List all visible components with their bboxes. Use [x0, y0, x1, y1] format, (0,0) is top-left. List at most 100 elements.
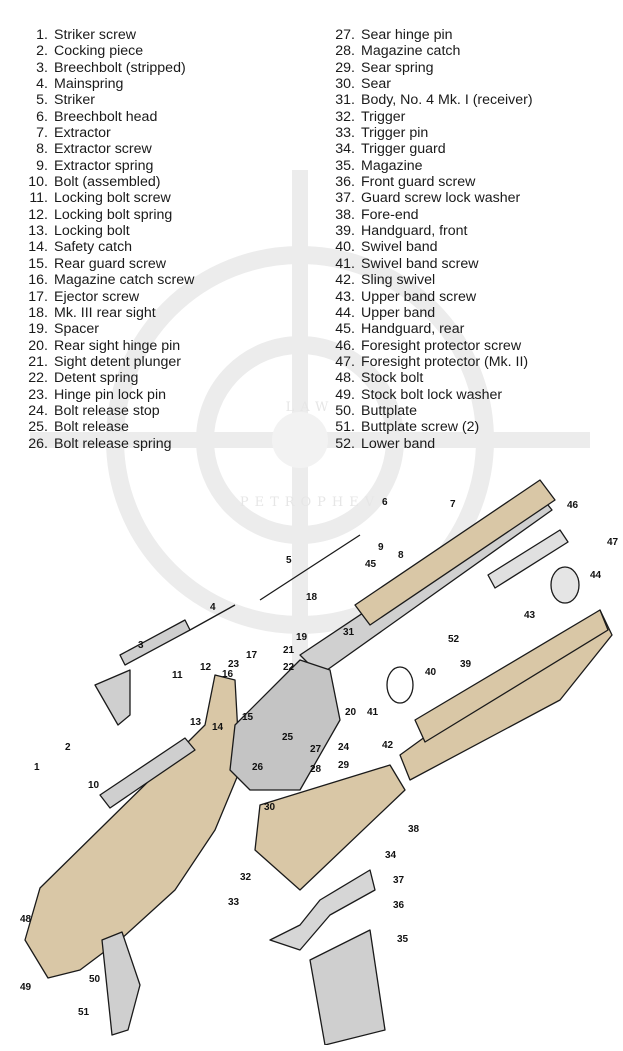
part-name: Rear sight hinge pin — [54, 337, 181, 354]
part-number: 36. — [335, 174, 355, 191]
parts-list-item: 7.Extractor — [22, 125, 322, 141]
parts-list-item: 17.Ejector screw — [22, 289, 322, 305]
part-number: 39. — [335, 223, 355, 240]
part-name: Guard screw lock washer — [361, 190, 521, 207]
callout-label: 2 — [65, 742, 71, 753]
part-name: Handguard, front — [361, 223, 468, 240]
parts-list-item: 13.Locking bolt — [22, 223, 322, 239]
part-number: 47. — [335, 353, 355, 370]
parts-list-item: 43.Upper band screw — [333, 289, 613, 305]
part-name: Breechbolt (stripped) — [54, 59, 186, 76]
part-number: 6. — [36, 108, 48, 125]
part-number: 10. — [28, 174, 48, 191]
parts-list-item: 24.Bolt release stop — [22, 403, 322, 419]
part-name: Handguard, rear — [361, 321, 465, 338]
parts-list-item: 38.Fore-end — [333, 207, 613, 223]
callout-label: 11 — [172, 670, 183, 681]
callout-label: 5 — [286, 555, 292, 566]
receiver-body — [229, 659, 341, 791]
part-number: 33. — [335, 125, 355, 142]
callout-label: 16 — [222, 669, 234, 680]
part-number: 2. — [36, 43, 48, 60]
callout-label: 13 — [190, 717, 202, 728]
part-name: Trigger guard — [361, 141, 446, 158]
callout-label: 40 — [425, 667, 437, 678]
part-name: Locking bolt screw — [54, 190, 171, 207]
parts-list-item: 14.Safety catch — [22, 239, 322, 255]
callout-label: 36 — [393, 900, 405, 911]
callout-label: 15 — [242, 712, 254, 723]
part-name: Body, No. 4 Mk. I (receiver) — [361, 92, 533, 109]
parts-list-item: 31.Body, No. 4 Mk. I (receiver) — [333, 92, 613, 108]
callout-label: 28 — [310, 764, 322, 775]
part-name: Magazine — [361, 157, 423, 174]
callout-label: 1 — [34, 762, 40, 773]
callout-label: 39 — [460, 659, 472, 670]
part-name: Upper band — [361, 304, 436, 321]
part-name: Upper band screw — [361, 288, 477, 305]
part-name: Bolt release stop — [54, 402, 160, 419]
part-number: 21. — [28, 353, 48, 370]
part-number: 15. — [28, 255, 48, 272]
part-name: Magazine catch — [361, 43, 461, 60]
parts-list-item: 25.Bolt release — [22, 419, 322, 435]
parts-list-item: 52.Lower band — [333, 436, 613, 452]
part-number: 23. — [28, 386, 48, 403]
watermark-text-top: LAW — [285, 400, 335, 415]
parts-list-item: 2.Cocking piece — [22, 43, 322, 59]
lower-fore-end — [254, 764, 406, 891]
callout-label: 8 — [398, 550, 404, 561]
parts-list-item: 5.Striker — [22, 92, 322, 108]
part-name: Mainspring — [54, 76, 124, 93]
part-number: 49. — [335, 386, 355, 403]
callout-label: 50 — [89, 974, 101, 985]
part-name: Buttplate — [361, 402, 418, 419]
parts-list-item: 12.Locking bolt spring — [22, 207, 322, 223]
part-name: Sear — [361, 76, 391, 93]
striker — [259, 534, 361, 601]
buttplate — [101, 931, 141, 1036]
part-number: 17. — [28, 288, 48, 305]
parts-list-item: 11.Locking bolt screw — [22, 190, 322, 206]
parts-list-item: 32.Trigger — [333, 109, 613, 125]
part-name: Locking bolt spring — [54, 206, 173, 223]
buttstock — [24, 674, 241, 979]
swivel-band — [386, 666, 414, 704]
parts-list-item: 28. Magazine catch — [333, 43, 613, 59]
part-name: Lower band — [361, 435, 436, 452]
callout-label: 23 — [228, 659, 240, 670]
part-name: Bolt release — [54, 419, 129, 436]
parts-list-item: 10.Bolt (assembled) — [22, 174, 322, 190]
part-number: 37. — [335, 190, 355, 207]
callout-label: 6 — [382, 497, 388, 508]
part-name: Detent spring — [54, 370, 139, 387]
part-number: 45. — [335, 321, 355, 338]
part-name: Striker — [54, 92, 95, 109]
part-number: 34. — [335, 141, 355, 158]
part-number: 35. — [335, 157, 355, 174]
part-number: 38. — [335, 206, 355, 223]
callout-label: 9 — [378, 542, 384, 553]
part-number: 32. — [335, 108, 355, 125]
parts-list-item: 36.Front guard screw — [333, 174, 613, 190]
parts-list-item: 35. Magazine — [333, 158, 613, 174]
parts-list-item: 26.Bolt release spring — [22, 436, 322, 452]
part-number: 22. — [28, 370, 48, 387]
callout-label: 30 — [264, 802, 276, 813]
part-number: 28. — [335, 43, 355, 60]
parts-list-item: 9.Extractor spring — [22, 158, 322, 174]
bolt-handle — [94, 669, 131, 726]
callout-label: 52 — [448, 634, 460, 645]
parts-list-item: 42.Sling swivel — [333, 272, 613, 288]
part-name: Trigger pin — [361, 125, 429, 142]
callout-label: 7 — [450, 499, 456, 510]
tube — [487, 529, 569, 589]
parts-list-item: 29.Sear spring — [333, 60, 613, 76]
parts-list-item: 21.Sight detent plunger — [22, 354, 322, 370]
part-name: Locking bolt — [54, 223, 130, 240]
callout-label: 38 — [408, 824, 420, 835]
part-number: 30. — [335, 76, 355, 93]
callout-label: 33 — [228, 897, 240, 908]
part-number: 50. — [335, 402, 355, 419]
